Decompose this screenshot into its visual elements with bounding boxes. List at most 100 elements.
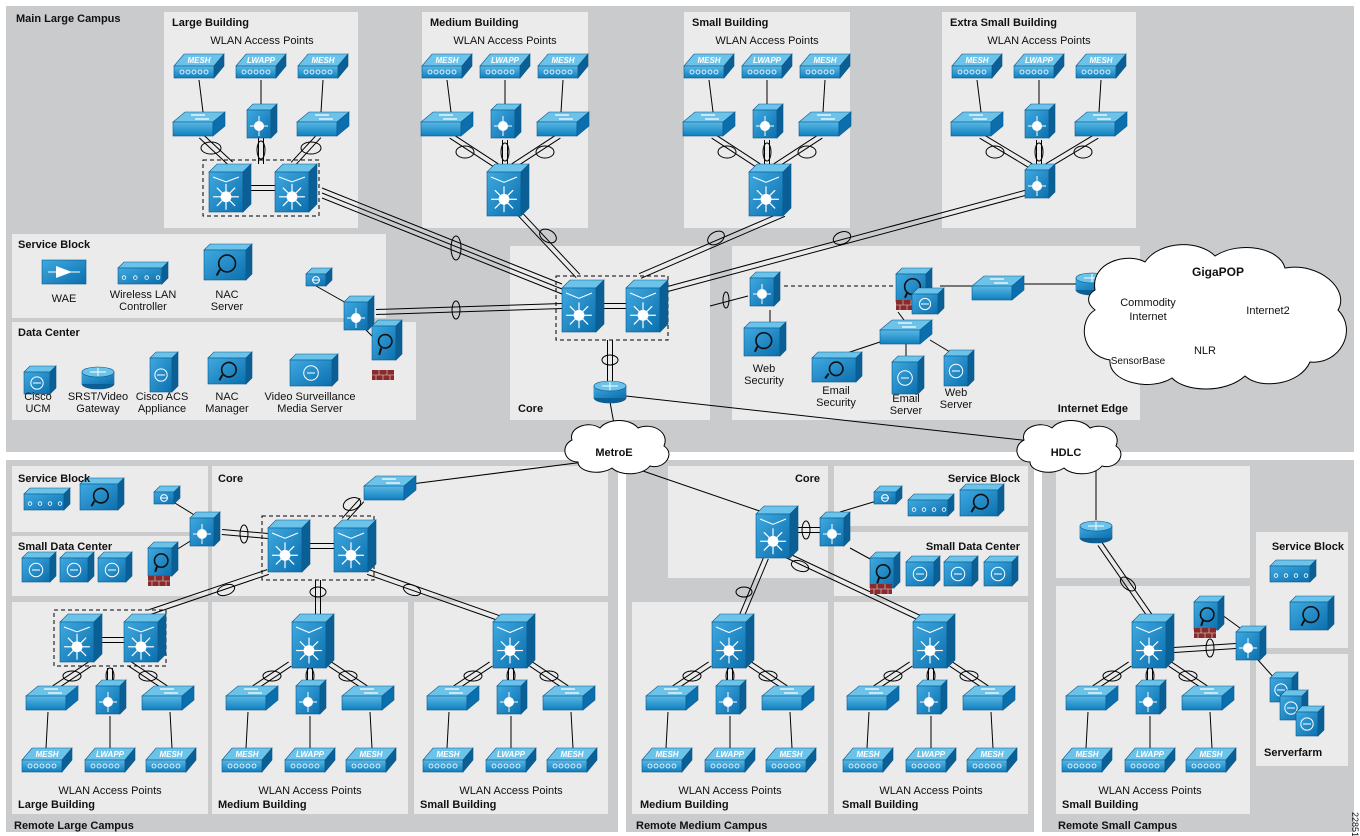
core-title: Core [518, 403, 543, 415]
etherchannel-marker [402, 583, 422, 597]
rm-medium-mesh-ap: MESH [641, 747, 693, 773]
internet-edge-title: Internet Edge [1058, 403, 1128, 415]
device-layer: MESH LWAPP MESH MESH LWAPP MESH MESH LWAPP MESH M… [21, 53, 1335, 773]
ap-uplink [976, 79, 982, 113]
extra-small-building-title: Extra Small Building [950, 17, 1057, 29]
firewall-brick-icon [870, 584, 892, 594]
etherchannel-marker [451, 300, 461, 320]
rl-small-building-title: Small Building [420, 799, 496, 811]
rm-ips-icon [869, 551, 901, 589]
dmz-switch [879, 319, 933, 345]
rm-dc-server-2 [943, 555, 979, 587]
distribution-switch [486, 163, 530, 217]
cisco-ucm-label-2: UCM [25, 403, 50, 415]
distribution-stack-boundary [202, 159, 320, 217]
etherchannel-marker [300, 141, 322, 155]
rm-small-access-stack-switch [916, 679, 948, 715]
nac-manager-icon [207, 351, 253, 385]
etherchannel-marker [790, 559, 810, 573]
ap-uplink [320, 79, 324, 113]
services-core-link [222, 529, 269, 535]
rl-medium-building-title: Medium Building [218, 799, 307, 811]
etherchannel-marker [797, 145, 817, 159]
ap-badge-label: LWAPP [753, 56, 782, 65]
etherchannel-marker [342, 497, 362, 511]
nac-server-label-1: NAC [215, 289, 238, 301]
etherchannel-marker [539, 228, 557, 244]
rl-core-switch [267, 519, 311, 573]
access-uplink [532, 661, 569, 687]
commodity-internet-label-1: Commodity [1120, 297, 1176, 309]
rl-large-distribution-switch [123, 613, 167, 663]
services-core-link [375, 303, 562, 311]
ap-badge-label: MESH [311, 56, 334, 65]
etherchannel-marker [539, 670, 559, 682]
rl-wan-switch [363, 475, 417, 501]
wae-icon [41, 259, 87, 285]
access-stack-switch [490, 103, 522, 139]
rl-large-lwapp-ap: LWAPP [84, 747, 136, 773]
etherchannel-marker [216, 583, 236, 597]
rm-medium-ap-label: WLAN Access Points [678, 785, 782, 797]
rm-small-ap-label: WLAN Access Points [879, 785, 983, 797]
rl-distribution-uplink [150, 573, 269, 615]
ap-uplink [446, 79, 452, 113]
mesh-ap: MESH [1075, 53, 1127, 79]
rl-large-access-switch [25, 685, 79, 711]
wireless-lan-controller-icon [117, 261, 169, 285]
etherchannel-marker [200, 141, 222, 155]
metroe-access-link [609, 401, 615, 425]
mesh-ap: MESH [421, 53, 473, 79]
access-uplink [131, 661, 168, 687]
core-uplink [321, 197, 563, 295]
etherchannel-marker [1119, 576, 1137, 592]
ap-badge-label: MESH [551, 56, 574, 65]
lwapp-ap: LWAPP [235, 53, 287, 79]
access-stack-switch [752, 103, 784, 139]
ap-badge-label: LWAPP [96, 750, 125, 759]
rl-small-ap-label: WLAN Access Points [459, 785, 563, 797]
ap-uplink [1209, 711, 1213, 749]
metroe-link [639, 469, 781, 519]
web-server-label-1: Web [945, 387, 967, 399]
etherchannel-marker [338, 670, 358, 682]
rs-serverfarm-title: Serverfarm [1264, 747, 1322, 759]
access-uplink [202, 133, 234, 163]
rm-medium-lwapp-ap: LWAPP [704, 747, 756, 773]
access-uplink [1092, 661, 1129, 687]
service-link [315, 285, 349, 305]
rl-campus-title: Remote Large Campus [14, 820, 134, 832]
medium-building-ap-label: WLAN Access Points [453, 35, 557, 47]
ap-badge-label: MESH [697, 56, 720, 65]
ap-uplink [866, 711, 870, 749]
ap-badge-label: LWAPP [497, 750, 526, 759]
edge-link [897, 311, 905, 321]
rm-medium-access-switch [761, 685, 815, 711]
access-switch [536, 111, 590, 137]
ap-badge-label: MESH [435, 56, 458, 65]
internet2-label: Internet2 [1246, 305, 1289, 317]
web-security-appliance-icon [743, 321, 787, 357]
access-uplink [952, 661, 989, 687]
etherchannel-marker [758, 670, 778, 682]
ap-badge-label: MESH [35, 750, 58, 759]
rs-small-access-stack-switch [1135, 679, 1167, 715]
email-server-label-2: Server [890, 405, 923, 417]
ap-badge-label: MESH [560, 750, 583, 759]
access-uplink [294, 137, 322, 167]
ap-badge-label: MESH [655, 750, 678, 759]
rs-small-distribution-switch [1131, 613, 1175, 669]
extra-small-building-ap-label: WLAN Access Points [987, 35, 1091, 47]
rl-dc-server-3 [97, 551, 133, 583]
label-layer: Main Large Campus Large Building WLAN Ac… [14, 13, 1360, 836]
wlc-label-2: Controller [119, 301, 167, 313]
rl-core-title: Core [218, 473, 243, 485]
rl-wlc-icon [23, 487, 71, 511]
access-uplink [452, 133, 499, 165]
etherchannel-marker [1073, 145, 1093, 159]
rl-medium-access-stack-switch [295, 679, 327, 715]
mesh-ap: MESH [951, 53, 1003, 79]
rl-large-distribution-switch [59, 613, 103, 663]
etherchannel-marker [762, 142, 772, 162]
